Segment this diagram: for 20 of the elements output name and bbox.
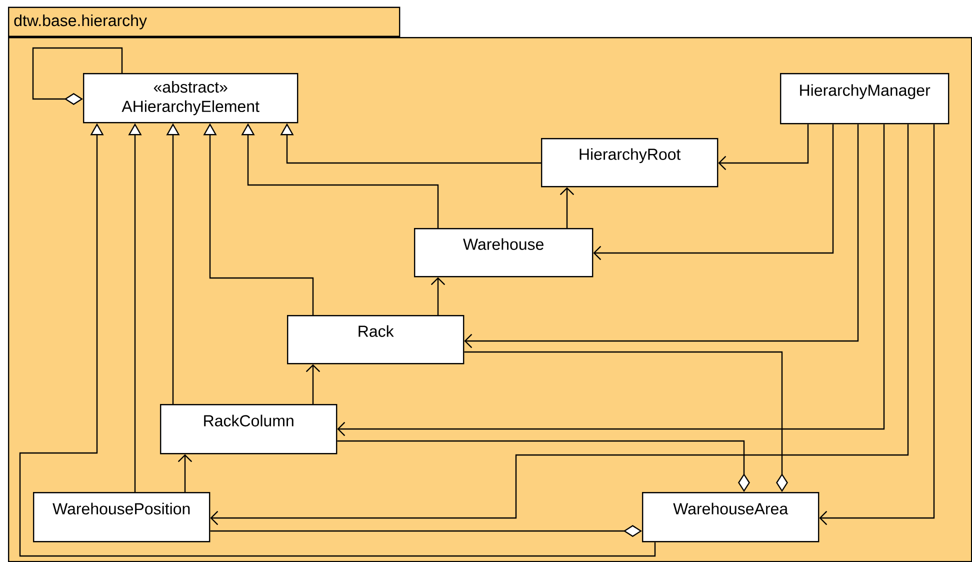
association-arrow [819, 124, 935, 526]
association-arrow [464, 124, 859, 348]
class-box: Rack [287, 315, 464, 364]
class-box: «abstract» AHierarchyElement [83, 73, 298, 124]
class-box: HierarchyRoot [541, 138, 718, 188]
node-label: dtw.base.hierarchy [14, 14, 147, 30]
association-arrow [718, 124, 809, 170]
class-box: Warehouse [414, 228, 594, 278]
association-arrow [178, 454, 192, 492]
aggregation-line [32, 47, 123, 105]
association-arrow [430, 277, 446, 315]
association-arrow [306, 364, 320, 404]
class-box: HierarchyManager [780, 73, 950, 124]
association-arrow [560, 187, 574, 228]
association-arrow [593, 124, 834, 260]
class-box: RackColumn [160, 404, 338, 454]
class-box: WarehousePosition [33, 492, 210, 542]
association-arrow [210, 124, 909, 526]
class-box: WarehouseArea [642, 492, 820, 542]
association-arrow [337, 124, 885, 436]
